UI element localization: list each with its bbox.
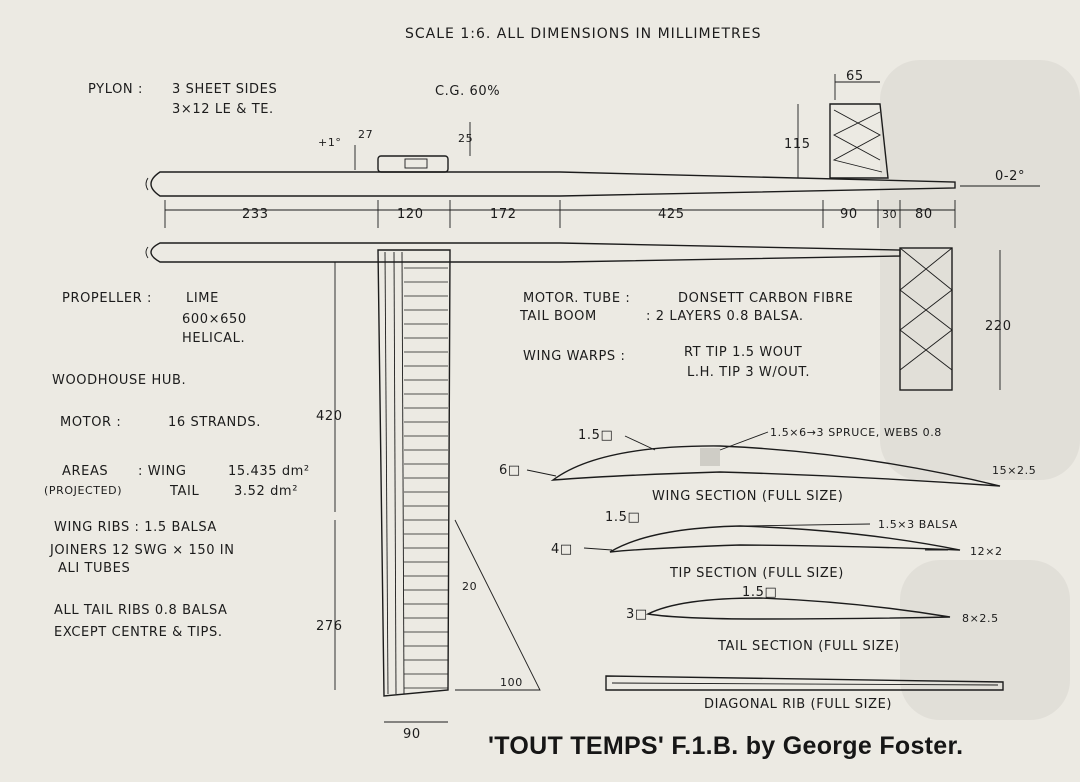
paper-stain (880, 60, 1080, 480)
pylon-height-label: 27 (358, 128, 373, 141)
wing-warps-lh: L.H. TIP 3 W/OUT. (687, 365, 810, 380)
tail-boom-label: TAIL BOOM (519, 309, 597, 324)
fuselage-side (150, 171, 956, 197)
tip-section-caption: TIP SECTION (FULL SIZE) (669, 566, 844, 581)
tail-incidence-label: 0-2° (995, 169, 1025, 184)
tip-sparcap-label: 1.5□ (605, 510, 640, 525)
pylon-mount-label: 25 (458, 132, 473, 145)
wing-spar-label: 1.5×6→3 SPRUCE, WEBS 0.8 (770, 426, 942, 439)
dim-pylon: 120 (397, 207, 424, 222)
wing-inner-span-label: 276 (316, 619, 343, 634)
wing-outer-span-label: 420 (316, 409, 343, 424)
wing-warps-label: WING WARPS : (523, 349, 626, 364)
tip-dihedral (454, 519, 541, 691)
construction-notes: MOTOR. TUBE : DONSETT CARBON FIBRE TAIL … (519, 291, 853, 380)
tail-ribs-line2: EXCEPT CENTRE & TIPS. (54, 625, 223, 640)
areas-sub: (PROJECTED) (44, 484, 122, 497)
tail-section: 3□ 1.5□ 8×2.5 TAIL SECTION (FULL SIZE) (626, 585, 999, 654)
fin-bracing (832, 109, 883, 173)
propeller-material: LIME (186, 291, 219, 306)
pylon-line1: 3 SHEET SIDES (172, 82, 277, 97)
motor-tube-label: MOTOR. TUBE : (523, 291, 630, 306)
areas-label: AREAS (62, 464, 108, 479)
tail-le-label: 3□ (626, 607, 648, 622)
fin-height-label: 115 (784, 137, 811, 152)
wing-area: 15.435 dm² (228, 464, 310, 479)
plan-view: 220 420 276 90 20 100 (145, 242, 1012, 742)
pylon-label: PYLON : (88, 82, 143, 97)
tail-section-profile (645, 597, 951, 620)
tail-te-label: 8×2.5 (962, 612, 999, 625)
fin (829, 103, 889, 179)
wing-chord-label: 90 (403, 727, 421, 742)
wing-ribs-note: WING RIBS : 1.5 BALSA (54, 520, 217, 535)
tailplane (899, 247, 953, 391)
wing-le-label: 6□ (499, 463, 521, 478)
tail-section-caption: TAIL SECTION (FULL SIZE) (717, 639, 900, 654)
tail-boom-value: : 2 LAYERS 0.8 BALSA. (646, 309, 804, 324)
wing-sparcap-label: 1.5□ (578, 428, 613, 443)
cg-note: C.G. 60% (435, 84, 500, 99)
motor-label: MOTOR : (60, 415, 121, 430)
dim-boom: 425 (658, 207, 685, 222)
incidence-label: +1° (318, 136, 342, 149)
paper-stain (900, 560, 1070, 720)
wing-ribs (384, 251, 405, 695)
tip-rise-label: 100 (500, 676, 523, 689)
wing-warps-rt: RT TIP 1.5 WOUT (684, 345, 802, 360)
wing-section-profile (550, 445, 1001, 487)
tip-spar-label: 1.5×3 BALSA (878, 518, 958, 531)
spec-notes: PROPELLER : LIME 600×650 HELICAL. WOODHO… (44, 291, 310, 640)
dim-mid: 172 (490, 207, 517, 222)
diagonal-rib-profile (605, 675, 1004, 691)
tip-le-label: 4□ (551, 542, 573, 557)
wing-rib-hatch (404, 267, 448, 689)
joiners-line1: JOINERS 12 SWG × 150 IN (49, 543, 235, 558)
wing-section-caption: WING SECTION (FULL SIZE) (652, 489, 843, 504)
pylon-block (404, 158, 428, 169)
tail-sparcap-label: 1.5□ (742, 585, 777, 600)
hub-note: WOODHOUSE HUB. (52, 373, 186, 388)
tip-section: 4□ 1.5□ 1.5×3 BALSA 12×2 TIP SECTION (FU… (551, 510, 1003, 581)
tailplane-bracing (899, 247, 953, 371)
propeller-type: HELICAL. (182, 331, 245, 346)
propeller-label: PROPELLER : (62, 291, 152, 306)
fin-chord-label: 65 (846, 69, 864, 84)
spinner (145, 177, 149, 191)
wing-area-label: : WING (138, 464, 187, 479)
tail-area: 3.52 dm² (234, 484, 298, 499)
scale-note: SCALE 1:6. ALL DIMENSIONS IN MILLIMETRES (405, 26, 761, 42)
tip-section-profile (609, 525, 961, 553)
motor-tube-value: DONSETT CARBON FIBRE (678, 291, 853, 306)
tail-span-label: 220 (985, 319, 1012, 334)
dim-nose: 233 (242, 207, 269, 222)
fuselage-plan (150, 242, 901, 263)
joiners-line2: ALI TUBES (58, 561, 130, 576)
wing-panel (377, 249, 451, 697)
pylon-line2: 3×12 LE & TE. (172, 102, 274, 117)
drawing-title: 'TOUT TEMPS' F.1.B. by George Foster. (488, 732, 963, 760)
wing-pylon (377, 155, 449, 173)
tail-ribs-line1: ALL TAIL RIBS 0.8 BALSA (54, 603, 228, 618)
diagonal-rib-caption: DIAGONAL RIB (FULL SIZE) (704, 697, 892, 712)
dim-tail: 80 (915, 207, 933, 222)
wing-section: 6□ 1.5□ 1.5×6→3 SPRUCE, WEBS 0.8 15×2.5 … (499, 426, 1036, 504)
wing-te-label: 15×2.5 (992, 464, 1036, 477)
motor-value: 16 STRANDS. (168, 415, 261, 430)
dim-fin-front: 90 (840, 207, 858, 222)
side-view: 233 120 172 425 90 30 80 +1° 27 25 65 11… (145, 69, 1040, 228)
diagonal-rib: DIAGONAL RIB (FULL SIZE) (605, 675, 1004, 712)
tail-area-label: TAIL (169, 484, 199, 499)
tip-offset-label: 20 (462, 580, 477, 593)
tip-te-label: 12×2 (970, 545, 1003, 558)
dim-fin-gap: 30 (882, 208, 897, 221)
propeller-size: 600×650 (182, 312, 247, 327)
